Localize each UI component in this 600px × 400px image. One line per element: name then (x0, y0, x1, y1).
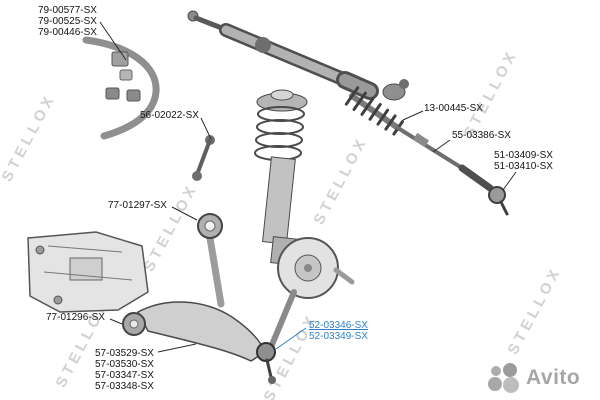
leader-bushing-front (109, 318, 123, 325)
part-label-bushing-front: 77-01296-SX (46, 312, 105, 323)
leader-stab-brackets (99, 21, 127, 61)
subframe (27, 231, 149, 313)
control-arm (122, 213, 276, 384)
leader-bushing-upper (171, 206, 198, 221)
part-link-ball-joint-2[interactable]: 52-03349-SX (309, 331, 368, 342)
part-label-control-arm-1: 57-03529-SX (95, 348, 154, 359)
part-link-ball-joint-1[interactable]: 52-03346-SX (309, 320, 368, 331)
arm-bushing-front (122, 312, 146, 336)
part-label-tie-rod: 55-03386-SX (452, 130, 511, 141)
arm-bushing-vertical (197, 213, 223, 239)
ball-joint (256, 342, 276, 384)
part-label-stab-link: 56-02022-SX (140, 110, 199, 121)
part-label-stab-bracket-1: 79-00577-SX (38, 5, 97, 16)
leader-stab-link (200, 117, 212, 140)
part-label-rack-boot: 13-00445-SX (424, 103, 483, 114)
part-label-tie-rod-end-2: 51-03410-SX (494, 161, 553, 172)
part-label-control-arm-3: 57-03347-SX (95, 370, 154, 381)
tie-rod-end (458, 164, 509, 216)
part-label-tie-rod-end-1: 51-03409-SX (494, 150, 553, 161)
part-label-stab-bracket-3: 79-00446-SX (38, 27, 97, 38)
hub-knuckle (268, 237, 355, 350)
part-label-stab-bracket-2: 79-00525-SX (38, 16, 97, 27)
inner-tie-rod (396, 126, 464, 170)
leader-control-arm (157, 343, 197, 353)
part-label-control-arm-4: 57-03348-SX (95, 381, 154, 392)
steering-rack (187, 10, 509, 216)
leader-rack-boot (402, 110, 424, 121)
avito-wordmark: Avito (526, 366, 581, 389)
stabilizer-link (192, 135, 215, 181)
leader-lines (99, 21, 517, 353)
avito-logo: Avito (487, 362, 580, 394)
strut-assembly (254, 89, 308, 266)
part-label-control-arm-2: 57-03530-SX (95, 359, 154, 370)
leader-ball-joint (275, 327, 307, 350)
avito-dots-icon (488, 363, 519, 393)
part-label-bushing-upper: 77-01297-SX (108, 200, 167, 211)
coil-spring (254, 106, 305, 161)
leader-tie-rod (432, 139, 451, 153)
leader-tie-rod-end (502, 171, 517, 191)
stabilizer-bar (82, 36, 160, 140)
